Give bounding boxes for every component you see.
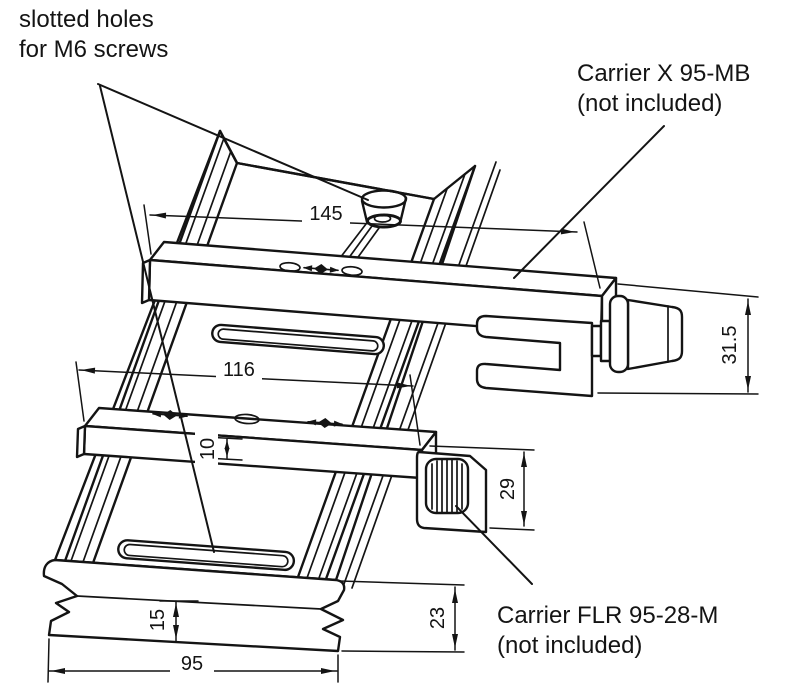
- slotted-hole-counterbore: [339, 189, 408, 261]
- leader-slotted-hole-top: [97, 83, 369, 201]
- carrier-flr: [75, 406, 488, 534]
- slotted-hole-middle: [211, 323, 386, 356]
- dim-10: 10: [197, 438, 219, 460]
- carrier-x-hole-left: [279, 261, 301, 273]
- slotted-holes-label-line1: slotted holes: [19, 6, 154, 33]
- carrier-flr-left-end: [75, 424, 87, 459]
- callout-carrier-x: Carrier X 95-MB (not included): [577, 60, 750, 117]
- carrier-flr-hole: [234, 413, 260, 425]
- dim-23: 23: [427, 607, 449, 629]
- dimension-rail-base-height: 15: [145, 600, 199, 642]
- leader-carrier-flr: [455, 505, 533, 585]
- carrier-x-lock-knob: [590, 294, 684, 374]
- carrier-x-label-line2: (not included): [577, 90, 722, 117]
- dimension-carrier-x-height: 31.5: [597, 283, 759, 395]
- callout-carrier-flr: Carrier FLR 95-28-M (not included): [497, 602, 718, 659]
- dim-116: 116: [223, 359, 255, 381]
- dimension-rail-width: 95: [47, 638, 339, 683]
- rail-left-ridge: [63, 129, 239, 565]
- slotted-hole-front: [117, 539, 296, 572]
- carrier-x-hole-right: [341, 265, 363, 277]
- rail-profile-step-line: [76, 595, 322, 610]
- dim-15: 15: [147, 609, 169, 631]
- dim-29: 29: [497, 478, 519, 500]
- rail-right-wall-lines: [343, 161, 501, 589]
- carrier-x95mb: [140, 240, 684, 398]
- dimension-carrier-flr-length: 116: [75, 358, 421, 446]
- carrier-flr-knurled-knob: [424, 457, 470, 515]
- carrier-x-clamp: [475, 314, 594, 398]
- carrier-flr-label-line2: (not included): [497, 632, 642, 659]
- travel-direction-marker-icon: [307, 418, 343, 428]
- leader-slotted-hole-front: [99, 85, 215, 553]
- leader-carrier-x: [513, 125, 665, 279]
- slotted-holes-label-line2: for M6 screws: [19, 36, 168, 63]
- carrier-flr-label-line1: Carrier FLR 95-28-M: [497, 602, 718, 629]
- travel-direction-marker-icon: [303, 264, 339, 274]
- dim-145: 145: [309, 203, 342, 225]
- leader-lines: [97, 83, 665, 585]
- rail-x95: [42, 129, 501, 653]
- rail-top-face: [53, 129, 477, 582]
- dimension-flr-plate-thickness: 10: [195, 432, 243, 466]
- dimension-flr-height: 29: [429, 445, 535, 531]
- dimension-rail-total-height: 23: [339, 580, 465, 653]
- callout-slotted-holes: slotted holes for M6 screws: [19, 6, 168, 63]
- dim-31-5: 31.5: [719, 326, 741, 365]
- carrier-x-label-line1: Carrier X 95-MB: [577, 60, 750, 87]
- dim-95: 95: [181, 653, 203, 675]
- dimension-carrier-x-length: 145: [143, 202, 601, 289]
- rail-end-profile: [42, 558, 346, 653]
